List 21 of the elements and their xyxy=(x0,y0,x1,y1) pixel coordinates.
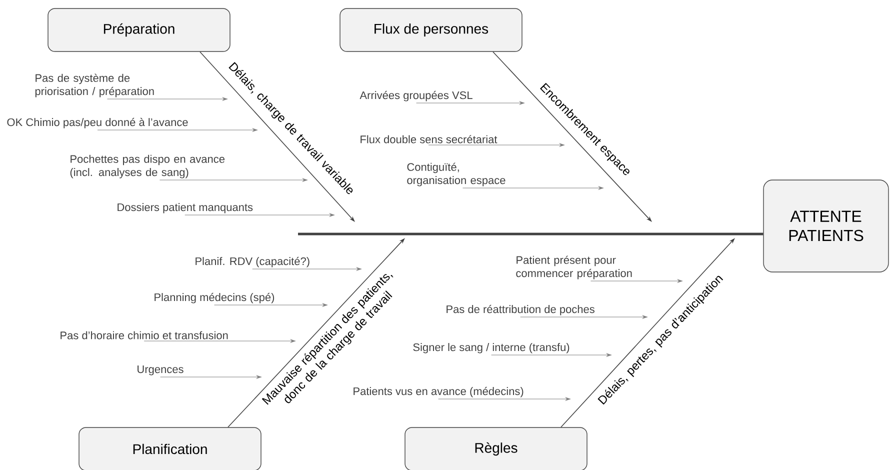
cause-text: Planning médecins (spé) xyxy=(154,292,274,304)
cause-text: Signer le sang / interne (transfu) xyxy=(413,343,570,354)
cause-text: Planif. RDV (capacité?) xyxy=(196,256,310,268)
cause-text: Pas de réattribution de poches xyxy=(446,304,594,316)
effect-box: ATTENTE PATIENTS xyxy=(763,180,889,272)
cause-text: Dossiers patient manquants xyxy=(118,203,253,214)
cause-text: OK Chimio pas/peu donné à l’avance xyxy=(7,118,188,128)
cause-text: Pas d’horaire chimio et transfusion xyxy=(60,331,228,340)
category-box: Planification xyxy=(78,427,262,470)
cause-text: Arrivées groupées VSL xyxy=(360,90,472,102)
cause-text: Patient présent pour commencer préparation xyxy=(516,256,632,280)
cause-text: Flux double sens secrétariat xyxy=(360,135,498,144)
spine-line xyxy=(298,232,764,236)
cause-text: Patients vus en avance (médecins) xyxy=(354,386,524,398)
cause-text: Contiguïté, organisation espace xyxy=(407,162,506,186)
cause-text: Pas de système de priorisation / préparation xyxy=(35,74,154,98)
category-box: Flux de personnes xyxy=(340,8,522,52)
category-box: Préparation xyxy=(48,8,230,52)
category-box: Règles xyxy=(404,427,588,470)
cause-text: Pochettes pas dispo en avance (incl. analyses de sang) xyxy=(70,154,225,178)
cause-text: Urgences xyxy=(138,365,184,376)
